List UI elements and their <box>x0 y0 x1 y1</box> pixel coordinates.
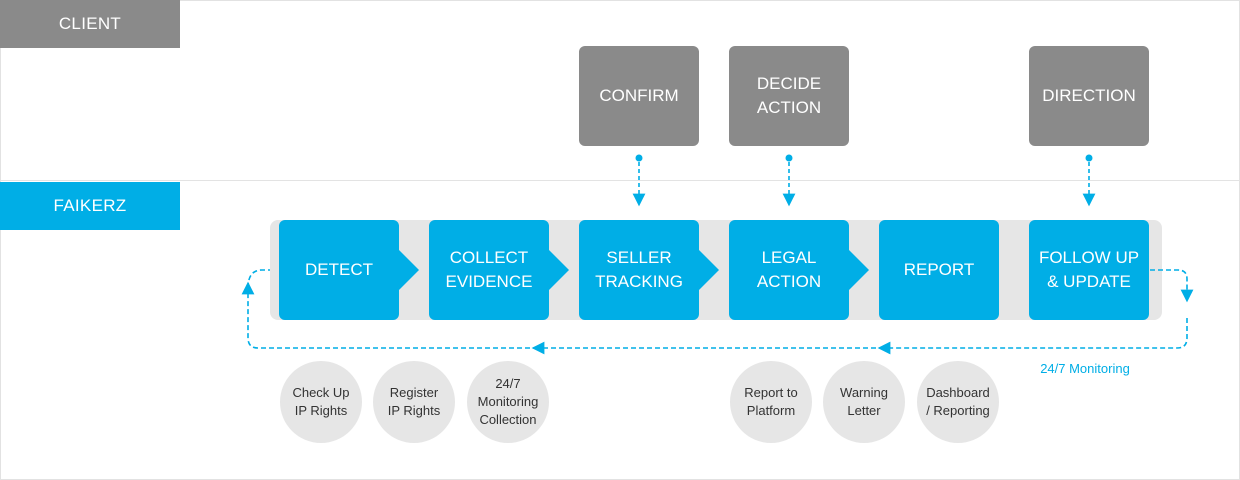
chevron-right-icon <box>549 250 569 290</box>
sub-monitoring-collection: 24/7 Monitoring Collection <box>467 361 549 443</box>
connector-dot <box>785 154 793 162</box>
step-detect: DETECT <box>279 220 399 320</box>
monitoring-loop <box>241 269 1194 355</box>
step-seller-tracking: SELLER TRACKING <box>579 220 699 320</box>
step-report: REPORT <box>879 220 999 320</box>
faikerz-lane-label: FAIKERZ <box>0 182 180 230</box>
client-step-confirm: CONFIRM <box>579 46 699 146</box>
sub-check-up-ip-rights: Check Up IP Rights <box>280 361 362 443</box>
step-follow-up-update: FOLLOW UP & UPDATE <box>1029 220 1149 320</box>
chevron-right-icon <box>699 250 719 290</box>
chevron-right-icon <box>399 250 419 290</box>
loop-out-arrow <box>1150 269 1194 303</box>
client-step-decide-action: DECIDE ACTION <box>729 46 849 146</box>
step-legal-action: LEGAL ACTION <box>729 220 849 320</box>
step-collect-evidence: COLLECT EVIDENCE <box>429 220 549 320</box>
sub-warning-letter: Warning Letter <box>823 361 905 443</box>
client-lane-label: CLIENT <box>0 0 180 48</box>
monitoring-loop-label: 24/7 Monitoring <box>1040 361 1130 376</box>
loop-in-line <box>247 269 270 289</box>
sub-report-to-platform: Report to Platform <box>730 361 812 443</box>
client-to-step-connectors <box>632 154 1096 207</box>
connector-dot <box>635 154 643 162</box>
loop-up-arrow <box>241 281 538 349</box>
lane-divider <box>0 180 1240 181</box>
chevron-right-icon <box>849 250 869 290</box>
loop-back-arrow-1 <box>877 318 1188 355</box>
client-step-direction: DIRECTION <box>1029 46 1149 146</box>
sub-register-ip-rights: Register IP Rights <box>373 361 455 443</box>
connector-dot <box>1085 154 1093 162</box>
sub-dashboard-reporting: Dashboard / Reporting <box>917 361 999 443</box>
